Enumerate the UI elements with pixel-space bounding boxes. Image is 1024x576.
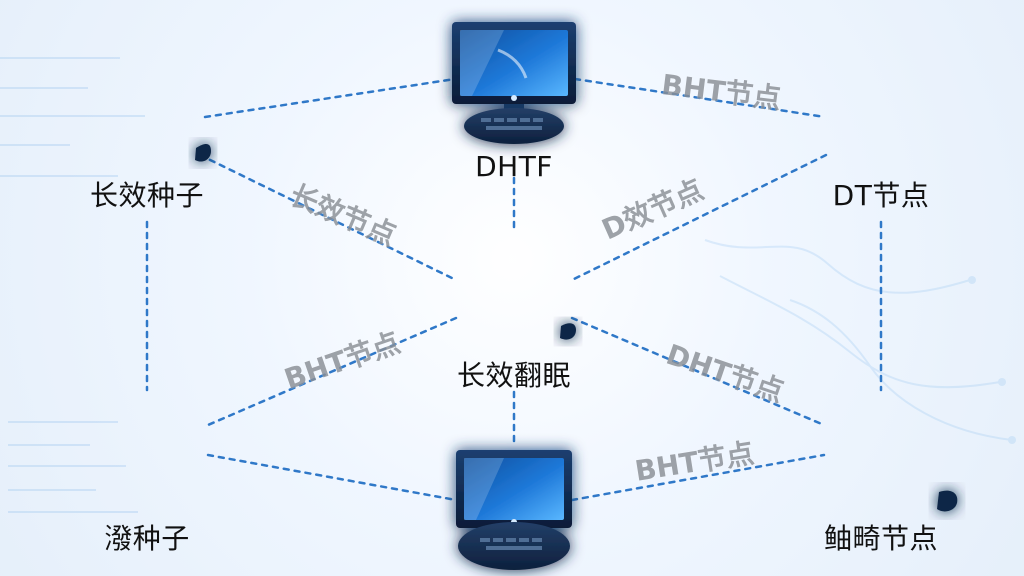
mouse-icon bbox=[937, 490, 958, 512]
bottom-right-node-label: 鲉畸节点 bbox=[823, 522, 939, 555]
edge-top-center-top-right bbox=[573, 77, 827, 119]
edge-top-left-top-center bbox=[203, 77, 457, 119]
network-connections bbox=[145, 77, 883, 502]
top-center-node-label: DHTF bbox=[475, 150, 553, 183]
node-bottom-right bbox=[879, 452, 958, 512]
edge-bottom-left-bottom-center bbox=[206, 453, 458, 502]
edge-center-bottom-right bbox=[570, 316, 826, 427]
node-bottom-center bbox=[456, 450, 572, 570]
node-top-center bbox=[452, 22, 576, 144]
edge-top-right-center bbox=[570, 153, 828, 282]
node-center bbox=[512, 288, 576, 340]
edge-center-bottom-left bbox=[206, 316, 458, 427]
top-right-node-label: DT节点 bbox=[832, 179, 930, 212]
background-circuit-pattern bbox=[0, 57, 1016, 513]
edge-bottom-center-bottom-right bbox=[570, 453, 826, 502]
mouse-icon bbox=[195, 144, 211, 162]
edge-top-left-center bbox=[198, 153, 458, 282]
top-left-node-label: 长效种子 bbox=[89, 179, 205, 212]
bottom-left-node-label: 潑种子 bbox=[104, 522, 190, 555]
mouse-icon bbox=[560, 323, 576, 340]
center-node-label: 长效翻眠 bbox=[456, 359, 572, 392]
node-top-left bbox=[145, 94, 211, 162]
